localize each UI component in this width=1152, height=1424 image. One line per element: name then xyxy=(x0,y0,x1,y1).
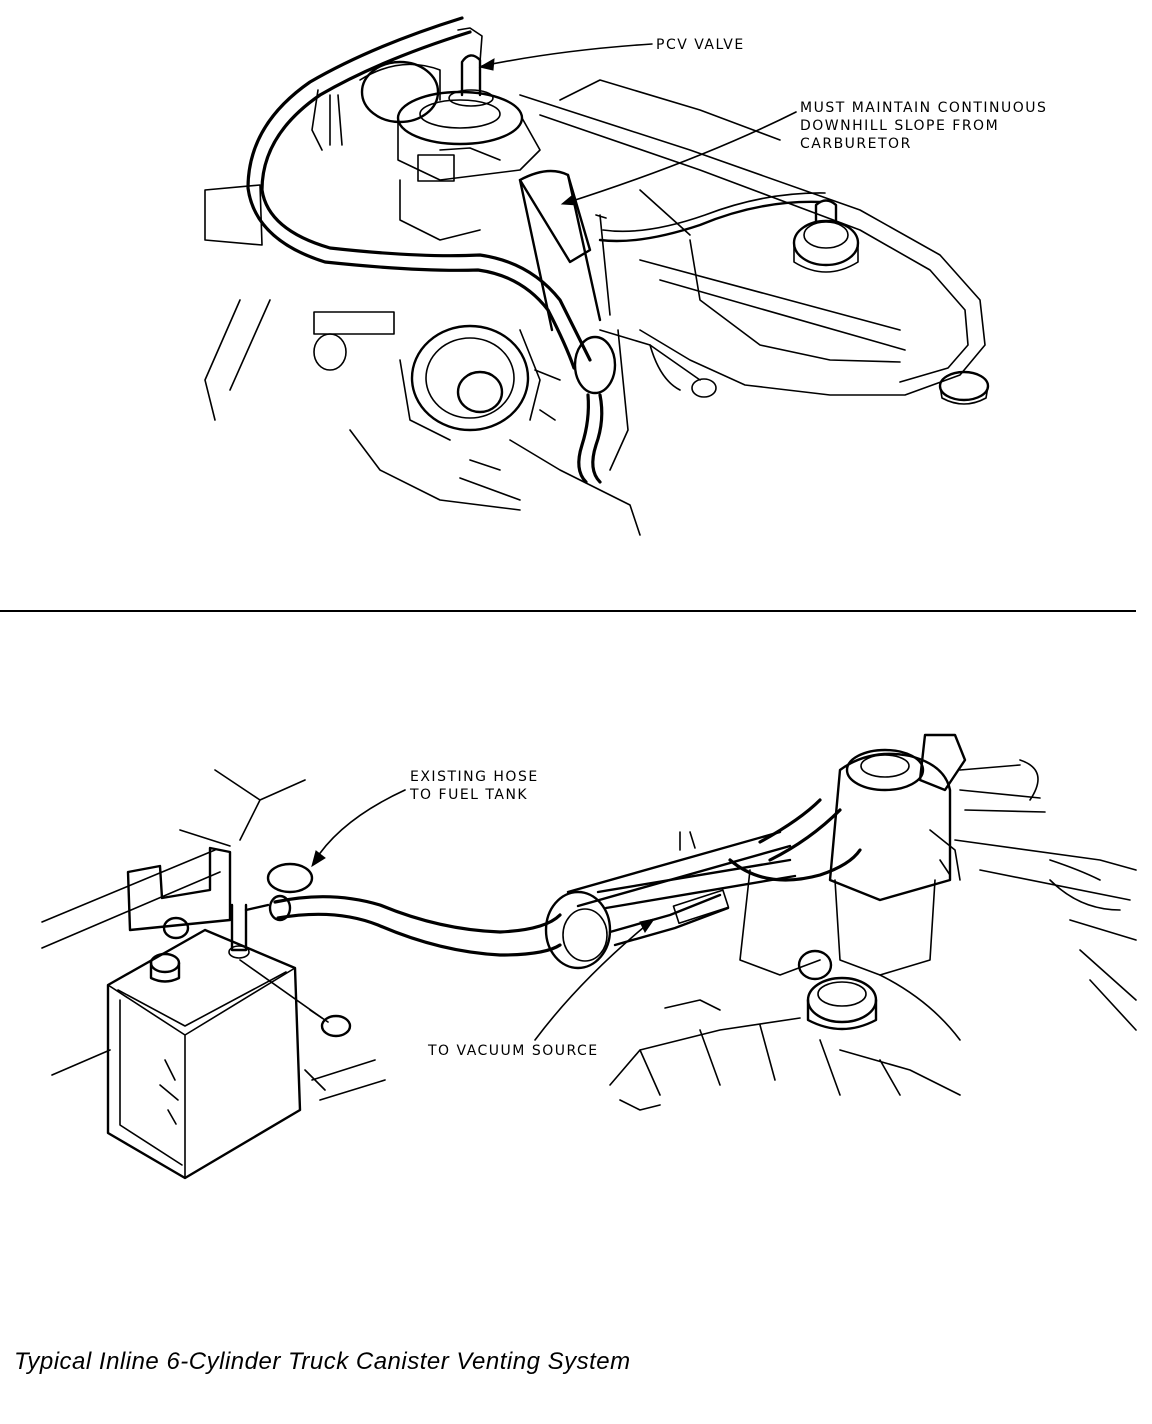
downhill-slope-label-line-3: CARBURETOR xyxy=(800,136,912,152)
bottom-canister-illustration xyxy=(41,733,1137,1180)
pcv-valve-label: PCV VALVE xyxy=(656,37,745,53)
top-engine-illustration xyxy=(204,16,990,536)
figure-caption: Typical Inline 6-Cylinder Truck Canister… xyxy=(14,1348,631,1375)
bottom-leaders xyxy=(311,789,656,1041)
top-leaders xyxy=(478,43,797,206)
vacuum-source-label: TO VACUUM SOURCE xyxy=(428,1043,599,1059)
existing-hose-label-line-1: EXISTING HOSE xyxy=(410,769,539,785)
downhill-slope-label-line-2: DOWNHILL SLOPE FROM xyxy=(800,118,1000,134)
existing-hose-label-line-2: TO FUEL TANK xyxy=(410,787,529,803)
downhill-slope-label-line-1: MUST MAINTAIN CONTINUOUS xyxy=(800,100,1048,116)
